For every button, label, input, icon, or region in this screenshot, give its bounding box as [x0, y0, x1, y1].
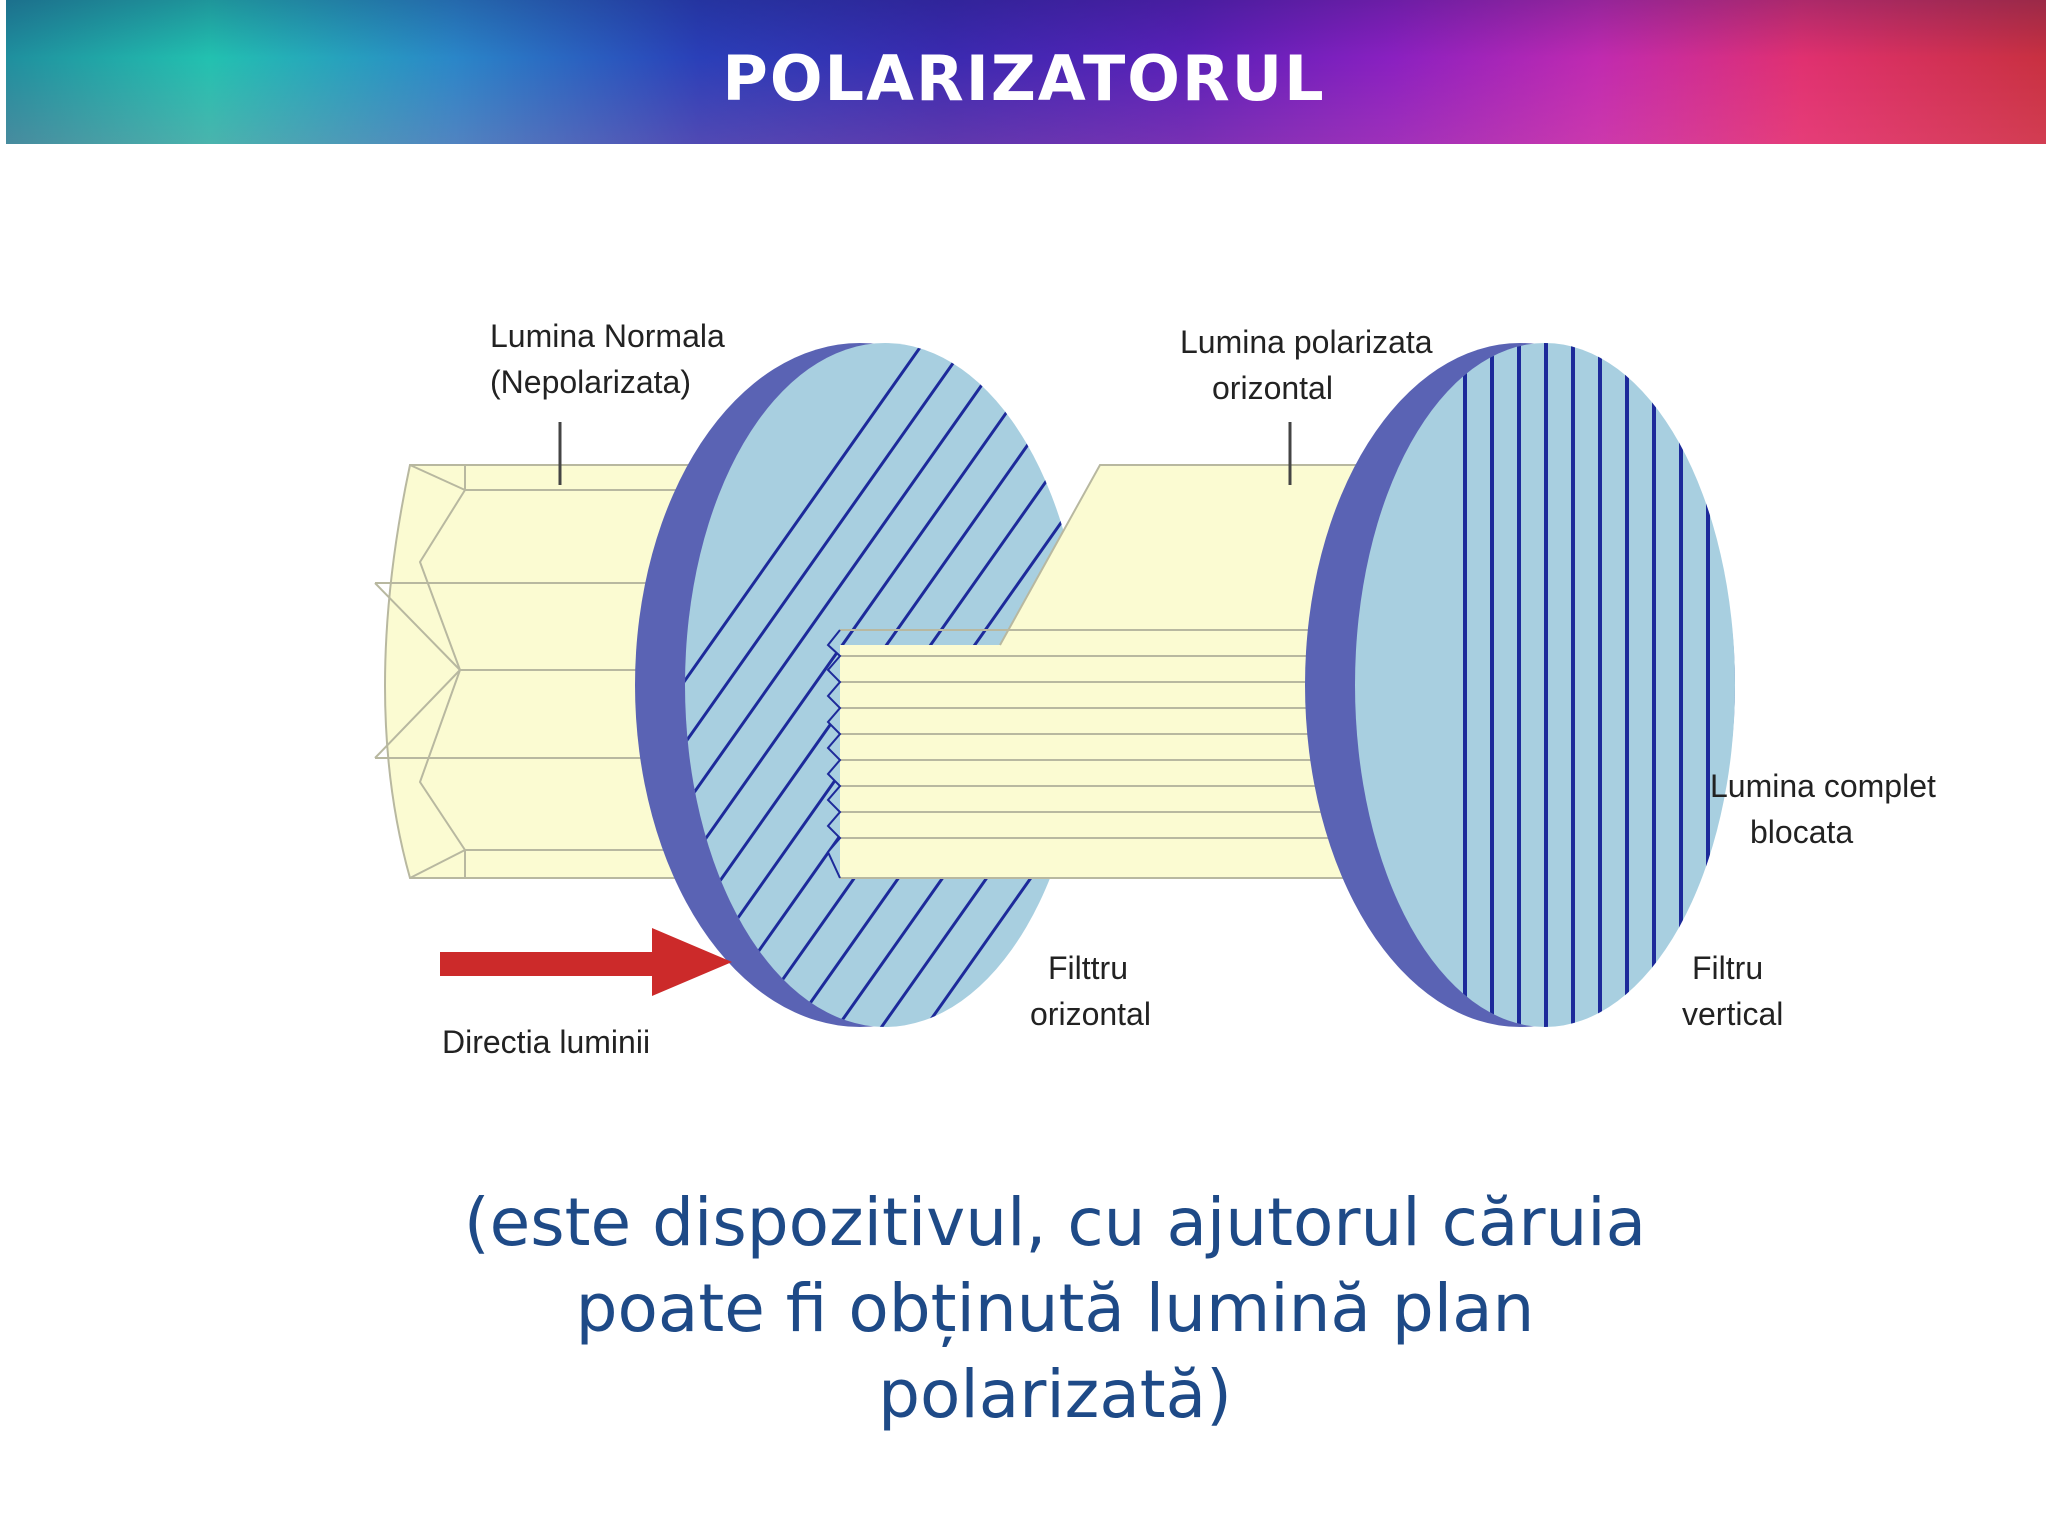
label-blocked-line2: blocata	[1750, 814, 1853, 850]
label-normal-line2: (Nepolarizata)	[490, 364, 691, 400]
label-hfilter-line2: orizontal	[1030, 996, 1151, 1032]
direction-arrow	[440, 928, 732, 996]
caption-line-2: poate fi obținută lumină plan	[575, 1270, 1535, 1347]
caption-line-1: (este dispozitivul, cu ajutorul căruia	[463, 1184, 1647, 1261]
label-normal-line1: Lumina Normala	[490, 318, 725, 354]
label-hfilter-line1: Filttru	[1048, 950, 1128, 986]
page-title: POLARIZATORUL	[722, 42, 1326, 115]
vertical-filter	[1305, 343, 1735, 1027]
label-vfilter-line2: vertical	[1682, 996, 1783, 1032]
caption: (este dispozitivul, cu ajutorul căruia p…	[300, 1180, 1810, 1438]
label-vfilter-line1: Filtru	[1692, 950, 1763, 986]
label-polarized-line1: Lumina polarizata	[1180, 324, 1433, 360]
polarized-beam	[826, 464, 1450, 879]
title-banner	[6, 0, 2046, 144]
label-direction: Directia luminii	[442, 1024, 650, 1060]
label-blocked-line1: Lumina complet	[1710, 768, 1936, 804]
label-polarized-line2: orizontal	[1212, 370, 1333, 406]
polarizer-diagram: Lumina Normala (Nepolarizata) Lumina pol…	[374, 318, 1936, 1060]
caption-line-3: polarizată)	[878, 1356, 1232, 1433]
